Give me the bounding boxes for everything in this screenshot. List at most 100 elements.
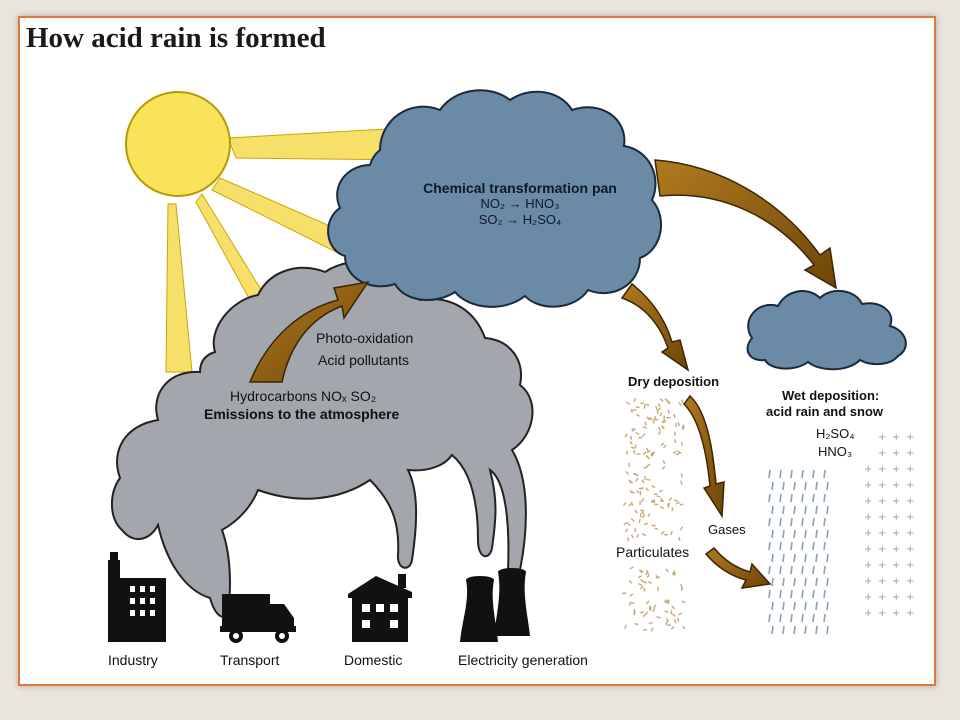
rain-streak [823,589,826,599]
particle [657,430,662,436]
particle [624,624,627,629]
particle [645,487,650,492]
h2so4-label: H₂SO₄ [816,426,855,441]
snow-flake: + [878,528,886,539]
rain-streak [826,505,829,515]
particle [626,401,631,405]
particle [675,452,680,456]
particle [653,415,657,421]
particle [627,537,630,542]
particle [629,440,633,445]
rain-streak [812,565,815,575]
rain-streak [771,625,774,635]
particle [673,413,676,418]
particle [643,587,646,592]
snow-flake: + [864,544,872,555]
rain-streak [779,589,782,599]
rain-streak [812,469,815,479]
cooling-towers-icon [460,568,530,642]
particle [624,433,628,438]
rain-streak [779,493,782,503]
rain-streak [768,613,771,623]
rain-streak [771,601,774,611]
particle [641,533,646,537]
particle [680,586,684,591]
snow-flake: + [892,464,900,475]
particle [650,627,654,632]
particle [678,612,683,616]
rain-streak [790,565,793,575]
rain-streak [826,553,829,563]
rain-streak [801,469,804,479]
rain-streaks [768,469,829,635]
snow-flake: + [892,544,900,555]
particle [668,497,673,502]
particle [681,425,684,431]
particle [646,455,651,460]
particle [650,451,653,457]
particle [635,477,639,482]
particle [667,503,670,508]
rain-streak [779,469,782,479]
particle [634,509,638,514]
snow-flake: + [906,496,914,507]
particle [677,422,681,427]
rain-streak [823,541,826,551]
rain-streak [826,625,829,635]
particle [641,433,646,437]
snow-flake: + [878,576,886,587]
rain-streak [804,481,807,491]
transport-label: Transport [220,652,280,668]
snow-flake: + [864,576,872,587]
snow-flake: + [906,480,914,491]
particle [641,510,645,516]
particle [628,601,632,606]
particle [630,501,634,506]
rain-streak [804,553,807,563]
particle [674,619,677,624]
particle [679,526,684,531]
snow-flake: + [906,528,914,539]
rain-streak [793,481,796,491]
rain-streak [782,481,785,491]
particle [630,534,635,539]
particle [645,403,650,406]
rain-streak [812,493,815,503]
snow-flake: + [878,608,886,619]
particle [628,579,633,584]
rain-streak [790,493,793,503]
particle [646,463,651,468]
particle [645,600,650,605]
particle [675,501,680,505]
particle [670,610,673,615]
particle [638,582,643,586]
particle [623,522,628,526]
rain-streak [815,553,818,563]
particle [639,585,644,590]
snow-flakes: ++++++++++++++++++++++++++++++++++++++++… [864,432,914,619]
particle [641,479,645,484]
rain-streak [812,541,815,551]
particle [656,616,661,619]
particle [644,421,647,426]
particle [667,409,671,414]
dry-deposition-label: Dry deposition [628,374,720,389]
particle [672,450,677,454]
rain-streak [815,529,818,539]
rain-streak [826,601,829,611]
rain-streak [793,553,796,563]
snow-flake: + [892,496,900,507]
particle [661,425,665,430]
particle [681,600,686,604]
snow-flake: + [892,432,900,443]
particle [632,408,637,412]
rain-streak [768,541,771,551]
particle [641,514,646,519]
particle [661,466,666,470]
snow-flake: + [892,576,900,587]
particle [640,509,645,512]
rain-streak [782,529,785,539]
particle [658,489,664,493]
particle [635,413,641,417]
particle [656,495,661,498]
